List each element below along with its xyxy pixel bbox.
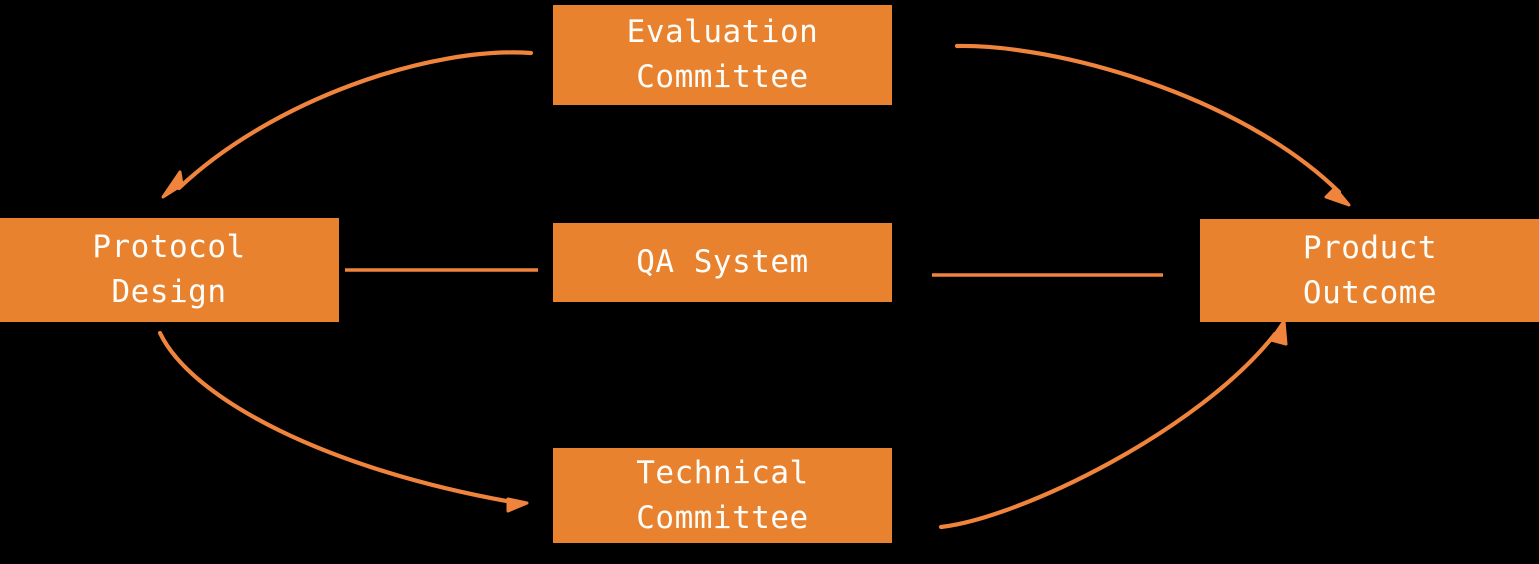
node-evaluation-committee-line-2: Committee — [636, 59, 809, 95]
edge-technical-committee-to-product-outcome — [938, 319, 1288, 530]
edge-evaluation-committee-to-protocol-design — [161, 50, 534, 199]
edge-protocol-design-to-technical-committee — [157, 330, 529, 513]
node-qa-system[interactable]: QA System — [553, 223, 892, 302]
node-evaluation-committee[interactable]: Evaluation Committee — [553, 5, 892, 105]
node-protocol-design[interactable]: Protocol Design — [0, 218, 339, 322]
edge-evaluation-committee-to-product-outcome — [954, 43, 1351, 207]
node-technical-committee-line-1: Technical — [636, 454, 809, 491]
node-technical-committee[interactable]: Technical Committee — [553, 448, 892, 543]
node-technical-committee-line-2: Committee — [636, 499, 809, 536]
arrowhead-icon — [506, 497, 529, 513]
node-protocol-design-line-1: Protocol — [92, 229, 246, 265]
arrowhead-icon — [161, 170, 184, 199]
node-qa-system-line-1: QA System — [636, 244, 809, 280]
node-product-outcome[interactable]: Product Outcome — [1200, 219, 1539, 322]
node-evaluation-committee-line-1: Evaluation — [626, 14, 819, 50]
arrowhead-icon — [1269, 319, 1288, 346]
node-protocol-design-line-2: Design — [111, 274, 227, 310]
arrowhead-icon — [1324, 186, 1351, 207]
node-product-outcome-line-2: Outcome — [1302, 274, 1438, 311]
node-product-outcome-line-1: Product — [1302, 229, 1438, 266]
